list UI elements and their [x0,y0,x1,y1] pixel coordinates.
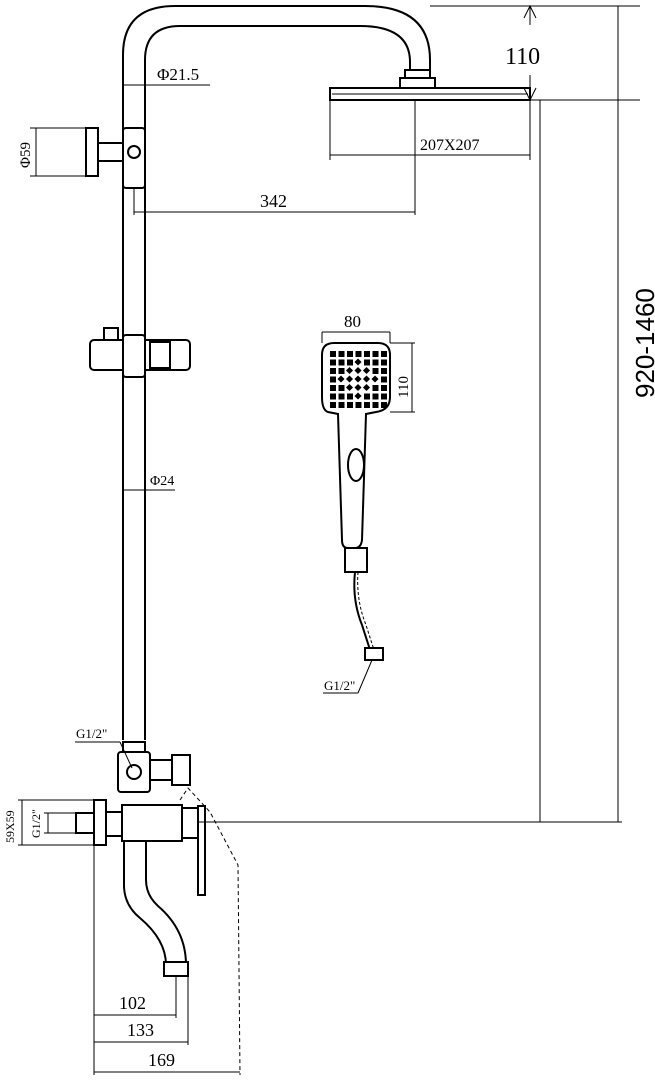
spray-nozzle [372,402,379,408]
dim-hand-width: 80 [344,312,361,331]
dim-diverter-thread: G1/2" [76,726,107,741]
spray-nozzle [338,368,345,374]
spray-nozzle [364,359,370,366]
spray-nozzle [381,359,387,366]
dim-head-size: 207X207 [420,137,480,154]
spray-nozzles [330,351,387,408]
dimension-labels: 110 Φ21.5 Φ59 207X207 342 80 110 Φ24 920… [3,44,655,1070]
spray-nozzle [381,402,387,408]
spray-nozzle [381,393,387,400]
spray-nozzle [364,402,370,408]
spray-nozzle [338,385,345,391]
spray-nozzle [354,392,362,400]
spray-nozzle [330,376,336,383]
spray-nozzle [362,383,371,392]
spray-nozzle [330,351,336,357]
spray-nozzle [381,376,387,383]
spray-nozzle [372,351,379,357]
dim-mixer-thread: G1/2" [29,809,43,838]
spray-nozzle [381,368,387,374]
spray-nozzle [338,402,345,408]
spray-nozzle [355,351,362,357]
spray-nozzle [345,366,354,375]
spray-nozzle [371,375,379,383]
spray-nozzle [354,375,362,383]
hose [353,571,384,661]
spray-nozzle [330,368,336,374]
spray-nozzle [330,393,336,400]
dim-rail-dia: Φ24 [150,474,174,489]
spray-nozzle [355,402,362,408]
spray-nozzle [338,359,345,366]
dim-wall-flange-dia: Φ59 [18,142,34,168]
dim-arm-drop: 110 [505,44,540,70]
spray-nozzle [381,351,387,357]
spray-nozzle [372,368,379,374]
spray-nozzle [338,351,345,357]
dim-spout-102: 102 [119,993,146,1013]
spray-nozzle [362,375,371,383]
dimension-lines [18,4,640,1075]
riser-pipe [122,5,431,740]
spray-nozzle [347,359,353,366]
spray-nozzle [330,359,336,366]
spray-nozzle [362,366,371,375]
spray-nozzle [347,393,353,400]
dim-hose-thread: G1/2" [324,678,355,693]
spray-nozzle [347,402,353,408]
spray-nozzle [364,393,370,400]
spray-nozzle [364,351,370,357]
spray-nozzle [354,383,362,392]
spray-nozzle [347,351,353,357]
wall-bracket-upper [85,127,146,189]
slider-holder [89,327,191,378]
dim-hand-height: 110 [396,376,412,398]
hand-shower [321,342,391,573]
dim-total-height: 920-1460 [630,288,655,398]
spray-nozzle [372,385,379,391]
dim-mixer-flange: 59X59 [3,810,17,843]
spray-nozzle [345,375,354,383]
spray-nozzle [330,385,336,391]
spray-nozzle [345,383,354,392]
spray-nozzle [381,385,387,391]
dim-spout-133: 133 [127,1020,154,1040]
spout [123,841,189,977]
spray-nozzle [338,393,345,400]
dim-spout-169: 169 [148,1050,175,1070]
spray-nozzle [354,358,362,366]
spray-nozzle [330,402,336,408]
dim-arm-pipe-dia: Φ21.5 [157,65,199,84]
spray-nozzle [337,375,345,383]
spray-nozzle [354,366,362,375]
mixer-body [75,787,241,1076]
shower-head [329,69,531,101]
spray-nozzle [372,393,379,400]
spray-nozzle [372,359,379,366]
dim-arm-reach: 342 [260,191,287,211]
diverter [117,741,191,793]
